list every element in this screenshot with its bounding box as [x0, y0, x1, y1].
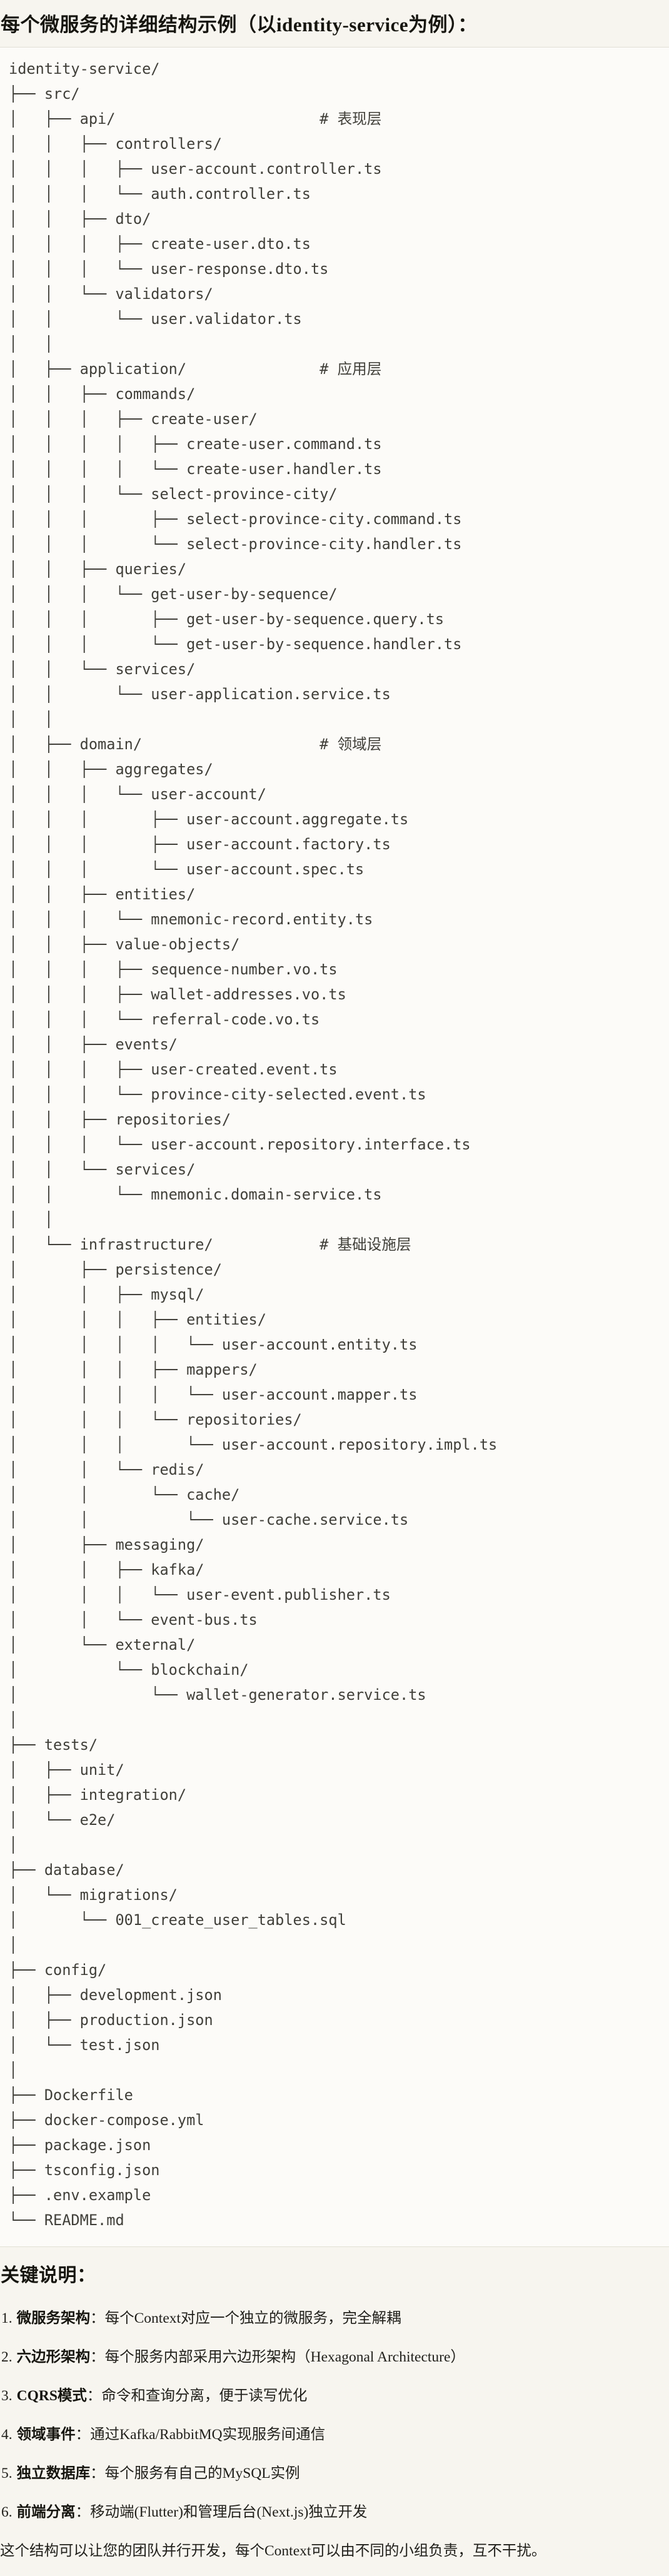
note-term: 领域事件 [16, 2427, 76, 2443]
notes-heading: 关键说明： [1, 2265, 96, 2286]
note-number: 2. [1, 2349, 13, 2365]
note-item-1: 1.微服务架构：每个Context对应一个独立的微服务，完全解耦 [1, 2308, 664, 2328]
document: 每个微服务的详细结构示例（以identity-service为例）： ident… [0, 14, 669, 2561]
note-desc: ：移动端(Flutter)和管理后台(Next.js)独立开发 [75, 2504, 368, 2520]
note-number: 4. [1, 2427, 13, 2443]
note-item-6: 6.前端分离：移动端(Flutter)和管理后台(Next.js)独立开发 [1, 2502, 664, 2522]
file-tree: identity-service/ ├── src/ │ ├── api/ # … [9, 60, 498, 2229]
note-number: 3. [1, 2388, 13, 2404]
page-title: 每个微服务的详细结构示例（以identity-service为例）： [1, 14, 478, 36]
note-term: 六边形架构 [16, 2349, 91, 2365]
note-term: 独立数据库 [16, 2465, 91, 2482]
note-term: CQRS模式 [16, 2388, 87, 2404]
note-desc: ：命令和查询分离，便于读写优化 [86, 2388, 308, 2404]
notes-list: 1.微服务架构：每个Context对应一个独立的微服务，完全解耦 2.六边形架构… [0, 2308, 669, 2522]
note-number: 6. [1, 2504, 13, 2520]
note-item-4: 4.领域事件：通过Kafka/RabbitMQ实现服务间通信 [1, 2425, 664, 2445]
note-desc: ：每个服务有自己的MySQL实例 [90, 2465, 300, 2482]
note-item-5: 5.独立数据库：每个服务有自己的MySQL实例 [1, 2463, 664, 2483]
note-number: 1. [1, 2310, 13, 2326]
note-term: 微服务架构 [16, 2310, 91, 2326]
note-number: 5. [1, 2465, 13, 2482]
note-desc: ：通过Kafka/RabbitMQ实现服务间通信 [75, 2427, 326, 2443]
note-desc: ：每个Context对应一个独立的微服务，完全解耦 [90, 2310, 401, 2326]
code-block: identity-service/ ├── src/ │ ├── api/ # … [0, 47, 669, 2247]
note-term: 前端分离 [16, 2504, 76, 2520]
note-item-2: 2.六边形架构：每个服务内部采用六边形架构（Hexagonal Architec… [1, 2347, 664, 2367]
note-desc: ：每个服务内部采用六边形架构（Hexagonal Architecture） [90, 2349, 465, 2365]
note-item-3: 3.CQRS模式：命令和查询分离，便于读写优化 [1, 2386, 664, 2406]
closing-paragraph: 这个结构可以让您的团队并行开发，每个Context可以由不同的小组负责，互不干扰… [0, 2543, 546, 2559]
